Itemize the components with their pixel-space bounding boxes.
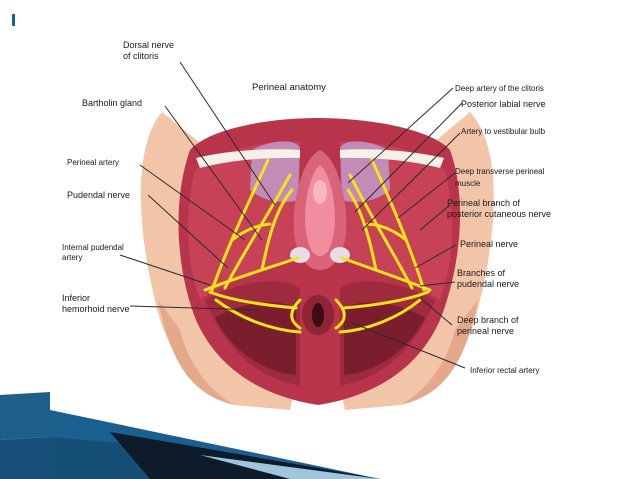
label-deep-transverse-perineal: Deep transverse perineal muscle [455,167,545,188]
label-perineal-branch: Perineal branch of posterior cutaneous n… [447,198,552,219]
slide-decoration [0,14,380,479]
vestibule [290,150,350,270]
label-deep-artery-clitoris: Deep artery of the clitoris [455,84,544,93]
label-inferior-hemorrhoid-nerve: Inferior hemorhoid nerve [62,293,130,314]
label-dorsal-nerve: Dorsal nerve of clitoris [123,40,175,61]
label-bartholin-gland: Bartholin gland [82,98,143,108]
anus [302,295,334,335]
diagram-title: Perineal anatomy [252,82,326,93]
leader-lines [119,61,466,369]
label-artery-vestibular-bulb: Artery to vestibular bulb [461,127,546,136]
label-perineal-artery: Perineal artery [67,158,120,167]
label-inferior-rectal-artery: Inferior rectal artery [470,366,540,375]
label-posterior-labial-nerve: Posterior labial nerve [461,99,546,109]
label-branches-pudendal-nerve: Branches of pudendal nerve [457,268,520,289]
nerve-network [203,158,432,334]
label-deep-branch-perineal: Deep branch of perineal nerve [457,315,519,336]
label-internal-pudendal-artery: Internal pudendal artery [62,243,124,262]
label-pudendal-nerve: Pudendal nerve [67,190,131,200]
label-perineal-nerve: Perineal nerve [460,239,519,249]
